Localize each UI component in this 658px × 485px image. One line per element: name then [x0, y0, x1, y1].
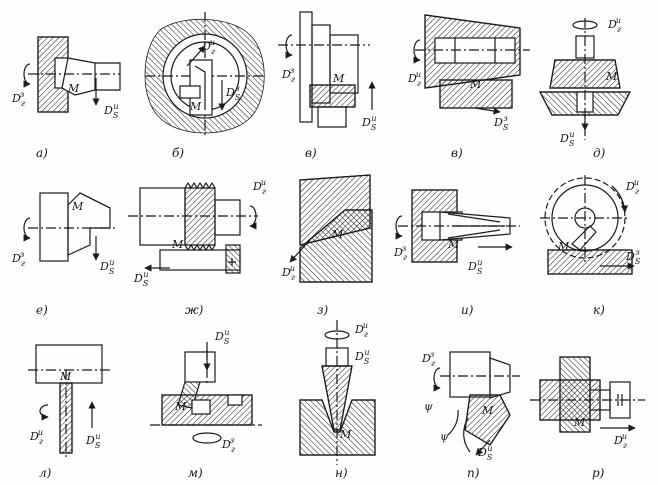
- figure-m: [150, 342, 262, 444]
- svg-text:DSз: DSз: [625, 248, 641, 266]
- svg-text:M: M: [481, 404, 494, 417]
- svg-text:DSз: DSз: [493, 114, 509, 132]
- svg-text:Dгз: Dгз: [11, 90, 25, 108]
- caption-z: з): [317, 303, 329, 317]
- svg-text:DSи: DSи: [214, 328, 230, 346]
- caption-d: д): [593, 146, 606, 160]
- caption-k: к): [593, 303, 605, 317]
- figure-n: [299, 320, 376, 465]
- svg-text:DSи: DSи: [99, 258, 115, 276]
- svg-text:DSи: DSи: [85, 432, 101, 450]
- caption-zh: ж): [185, 303, 204, 317]
- svg-text:M: M: [332, 72, 345, 85]
- svg-text:Dги: Dги: [407, 70, 421, 88]
- svg-text:Dги: Dги: [625, 178, 639, 196]
- svg-text:Dгз: Dгз: [393, 244, 407, 262]
- svg-text:M: M: [59, 370, 72, 383]
- figure-d: [539, 18, 631, 140]
- svg-text:DSи: DSи: [467, 258, 483, 276]
- svg-text:DSз: DSз: [225, 84, 241, 102]
- svg-text:M: M: [469, 78, 482, 91]
- svg-text:Dги: Dги: [29, 428, 43, 446]
- caption-p: п): [467, 466, 480, 480]
- svg-text:M: M: [174, 400, 187, 413]
- svg-text:M: M: [605, 70, 618, 83]
- svg-text:DSи: DSи: [477, 444, 493, 462]
- svg-text:M: M: [171, 238, 184, 251]
- svg-text:Dги: Dги: [201, 38, 215, 56]
- svg-text:M: M: [331, 228, 344, 241]
- caption-l: л): [39, 466, 52, 480]
- svg-text:DSи: DSи: [361, 114, 377, 132]
- svg-text:Dги: Dги: [613, 432, 627, 450]
- figure-b: [144, 12, 265, 135]
- svg-text:M: M: [67, 82, 80, 95]
- symbol-labels: Dгз DSи M Dги DSз M Dгз DSи M Dги DSз M …: [11, 16, 641, 462]
- svg-text:DSи: DSи: [133, 270, 149, 288]
- caption-r: р): [592, 466, 605, 480]
- svg-text:Dги: Dги: [354, 321, 368, 339]
- svg-text:Dги: Dги: [252, 178, 266, 196]
- figure-z: [289, 174, 373, 283]
- caption-n: н): [335, 466, 348, 480]
- svg-text:Dгз: Dгз: [221, 436, 235, 454]
- figure-r: [530, 356, 645, 433]
- caption-b: б): [172, 146, 185, 160]
- figure-v2: [413, 14, 530, 115]
- svg-text:M: M: [573, 416, 586, 429]
- figure-v1: [278, 11, 376, 128]
- svg-text:M: M: [557, 240, 570, 253]
- svg-text:DSи: DSи: [559, 130, 575, 148]
- caption-a: а): [36, 146, 48, 160]
- svg-text:Dгз: Dгз: [421, 350, 435, 368]
- svg-text:ψ: ψ: [440, 430, 449, 443]
- figure-i: [395, 189, 520, 263]
- figure-l: [28, 344, 112, 460]
- figure-a: [23, 36, 121, 113]
- svg-text:Dгз: Dгз: [281, 66, 295, 84]
- svg-text:M: M: [71, 200, 84, 213]
- svg-text:Dгз: Dгз: [11, 250, 25, 268]
- figure-k: [540, 175, 635, 275]
- svg-text:DSи: DSи: [354, 348, 370, 366]
- svg-text:M: M: [339, 428, 352, 441]
- figure-e: [23, 192, 118, 262]
- caption-i: и): [461, 303, 474, 317]
- figure-p: [433, 351, 520, 456]
- caption-e: е): [36, 303, 48, 317]
- caption-v2: в): [451, 146, 463, 160]
- svg-text:M: M: [189, 100, 202, 113]
- svg-text:Dги: Dги: [607, 16, 621, 34]
- figure-zh: [128, 181, 258, 274]
- svg-text:ψ: ψ: [424, 400, 433, 413]
- caption-v1: в): [305, 146, 317, 160]
- svg-text:DSи: DSи: [103, 102, 119, 120]
- svg-text:Dги: Dги: [281, 264, 295, 282]
- svg-text:M: M: [447, 238, 460, 251]
- caption-m: м): [188, 466, 203, 480]
